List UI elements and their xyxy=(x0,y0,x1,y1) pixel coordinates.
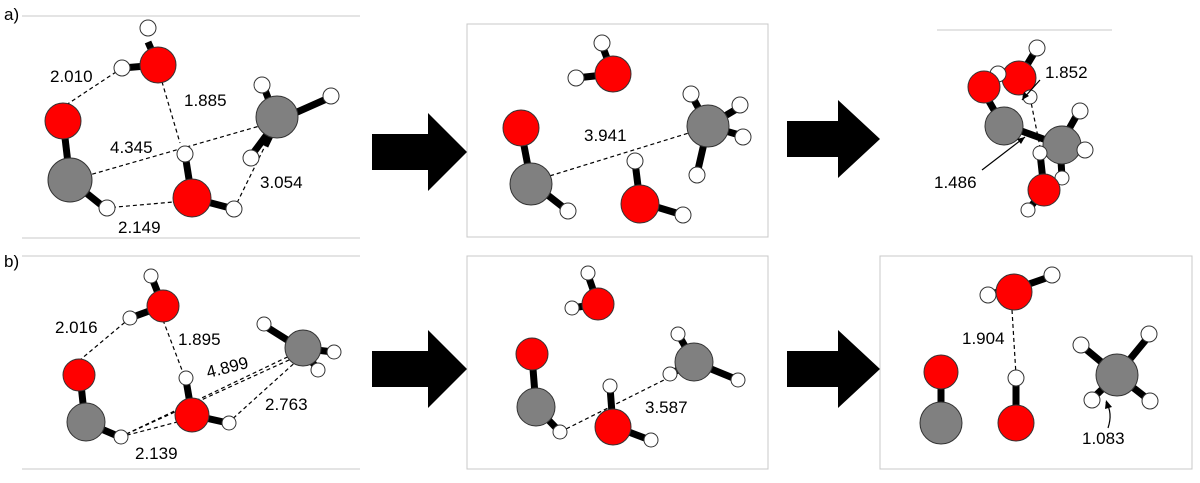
frame-a2 xyxy=(466,23,769,238)
structure-b2: 3.587 xyxy=(515,265,746,448)
distance-label: 2.016 xyxy=(55,318,98,337)
distance-label: 2.149 xyxy=(118,218,161,237)
distance-label: 4.345 xyxy=(110,138,153,157)
distance-label: 3.587 xyxy=(645,398,688,417)
distance-label: 1.083 xyxy=(1082,429,1125,448)
structure-b1: 2.016 1.895 4.899 2.763 2.139 xyxy=(55,268,342,463)
right-arrow-icon xyxy=(372,113,467,191)
structure-b3: 1.904 1.083 xyxy=(919,266,1159,448)
frame-b3 xyxy=(879,255,1193,470)
distance-label: 3.941 xyxy=(584,126,627,145)
distance-label: 3.054 xyxy=(260,173,303,192)
distance-label: 2.763 xyxy=(265,395,308,414)
distance-label: 1.885 xyxy=(184,91,227,110)
structure-a3: 1.852 1.486 xyxy=(934,39,1094,218)
structure-a1: 2.010 1.885 4.345 3.054 2.149 xyxy=(44,19,340,237)
distance-label: 2.010 xyxy=(50,67,93,86)
distance-label: 1.852 xyxy=(1045,63,1088,82)
right-arrow-icon xyxy=(787,100,880,178)
panel-label-a: a) xyxy=(4,5,19,24)
distance-label: 1.486 xyxy=(934,173,977,192)
frame-b2 xyxy=(466,255,769,470)
structure-a2: 3.941 xyxy=(502,34,752,224)
panel-label-b: b) xyxy=(4,252,19,271)
right-arrow-icon xyxy=(372,330,467,408)
distance-label: 1.904 xyxy=(962,329,1005,348)
distance-label: 1.895 xyxy=(178,330,221,349)
right-arrow-icon xyxy=(787,330,880,408)
distance-label: 2.139 xyxy=(135,444,178,463)
